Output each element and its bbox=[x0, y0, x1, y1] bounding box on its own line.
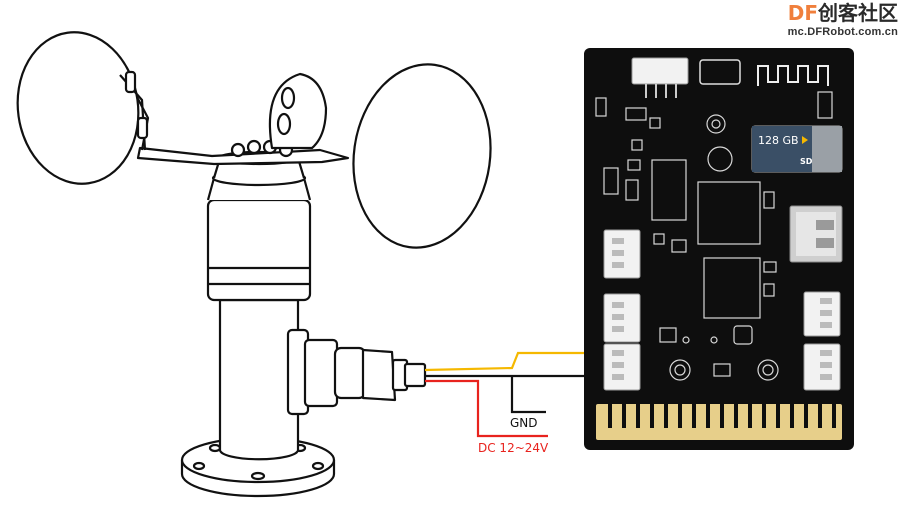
back-wind-cup bbox=[268, 72, 328, 150]
sd-logo: SD bbox=[800, 157, 813, 166]
left-connectors bbox=[603, 229, 641, 391]
antenna-trace bbox=[757, 65, 829, 86]
anemometer-lower-column bbox=[218, 298, 300, 461]
right-connectors bbox=[803, 291, 841, 391]
power-label: DC 12~24V bbox=[478, 441, 549, 455]
watermark-prefix: DF bbox=[787, 1, 818, 25]
right-side-port bbox=[789, 205, 843, 263]
left-wind-cup bbox=[16, 31, 149, 185]
ground-drop-wire bbox=[510, 376, 546, 414]
top-connector bbox=[631, 57, 689, 98]
gnd-label: GND bbox=[510, 416, 538, 430]
signal-wire bbox=[424, 351, 606, 372]
right-wind-cup bbox=[352, 63, 492, 249]
usb-port bbox=[699, 59, 741, 85]
sd-card: 128 GB SD bbox=[751, 125, 843, 173]
watermark-name: 创客社区 bbox=[818, 1, 898, 25]
sd-capacity-label: 128 GB bbox=[758, 134, 799, 147]
cable-connector bbox=[286, 328, 427, 416]
controller-board: 128 GB SD bbox=[584, 48, 854, 450]
anemometer bbox=[16, 31, 492, 498]
power-wire bbox=[425, 379, 548, 438]
board-components bbox=[595, 91, 833, 381]
wires bbox=[424, 351, 606, 438]
watermark-url: mc.DFRobot.com.cn bbox=[787, 26, 898, 38]
edge-connector bbox=[596, 404, 842, 440]
watermark-brand: DF创客社区 bbox=[788, 3, 898, 23]
sd-arrow-icon bbox=[802, 136, 808, 144]
dfrobot-watermark: DF创客社区 mc.DFRobot.com.cn bbox=[788, 3, 898, 38]
